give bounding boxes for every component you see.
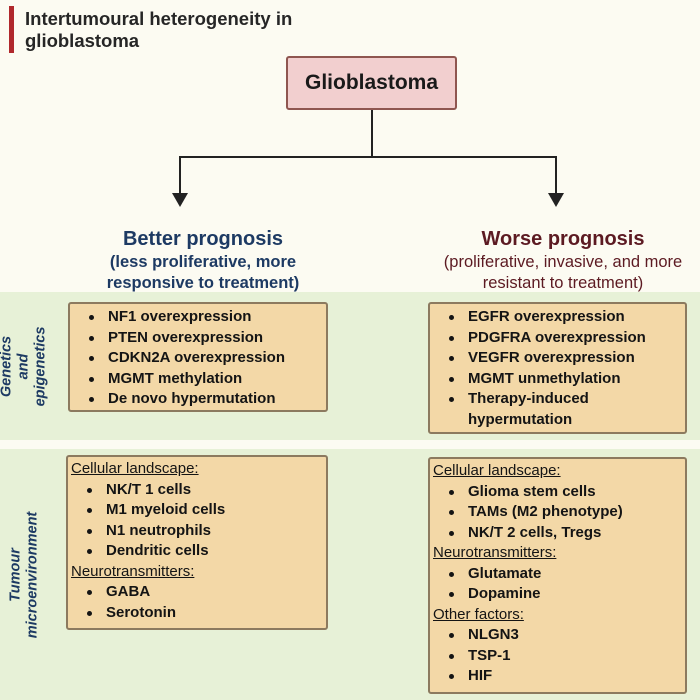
- genetics-band-label: Genetics and epigenetics: [0, 292, 49, 440]
- list-item: Therapy-induced hypermutation: [430, 389, 685, 430]
- better-prognosis-heading: Better prognosis (less proliferative, mo…: [98, 226, 308, 294]
- list-item: TAMs (M2 phenotype): [430, 502, 685, 523]
- list-item: Glioma stem cells: [430, 482, 685, 503]
- list-item: NF1 overexpression: [70, 307, 326, 328]
- list-item: CDKN2A overexpression: [70, 348, 326, 369]
- list-item: MGMT methylation: [70, 369, 326, 390]
- figure-title: Intertumoural heterogeneity in glioblast…: [25, 8, 293, 51]
- better-environment-box: Cellular landscape: NK/T 1 cells M1 myel…: [66, 455, 328, 630]
- worse-neuro-label: Neurotransmitters:: [433, 544, 557, 561]
- environment-label-text: Tumour microenvironment: [7, 511, 40, 638]
- list-item: NK/T 2 cells, Tregs: [430, 523, 685, 544]
- title-accent-bar: [9, 6, 14, 53]
- better-cellular-label: Cellular landscape:: [71, 460, 199, 477]
- better-genetics-box: NF1 overexpression PTEN overexpression C…: [68, 302, 328, 412]
- worse-prognosis-heading: Worse prognosis (proliferative, invasive…: [438, 226, 688, 294]
- list-item: PTEN overexpression: [70, 328, 326, 349]
- genetics-label-text: Genetics and epigenetics: [0, 326, 49, 406]
- list-item: EGFR overexpression: [430, 307, 685, 328]
- list-item: HIF: [430, 666, 685, 687]
- list-item: NLGN3: [430, 625, 685, 646]
- better-heading-subtitle: (less proliferative, more responsive to …: [106, 253, 300, 292]
- worse-heading-subtitle: (proliferative, invasive, and more resis…: [443, 253, 683, 292]
- worse-genetics-box: EGFR overexpression PDGFRA overexpressio…: [428, 302, 687, 434]
- list-item: N1 neutrophils: [68, 521, 326, 542]
- environment-band-label: Tumour microenvironment: [7, 449, 40, 700]
- list-item: VEGFR overexpression: [430, 348, 685, 369]
- better-heading-title: Better prognosis: [122, 228, 284, 250]
- list-item: Glutamate: [430, 564, 685, 585]
- list-item: PDGFRA overexpression: [430, 328, 685, 349]
- list-item: TSP-1: [430, 646, 685, 667]
- worse-heading-title: Worse prognosis: [481, 228, 645, 250]
- worse-other-label: Other factors:: [433, 605, 524, 623]
- list-item: GABA: [68, 582, 326, 603]
- list-item: De novo hypermutation: [70, 389, 326, 410]
- list-item: NK/T 1 cells: [68, 480, 326, 501]
- list-item: Serotonin: [68, 603, 326, 624]
- root-node-glioblastoma: Glioblastoma: [286, 56, 457, 110]
- list-item: Dendritic cells: [68, 541, 326, 562]
- better-neuro-label: Neurotransmitters:: [71, 562, 195, 580]
- worse-cellular-label: Cellular landscape:: [433, 462, 561, 479]
- worse-environment-box: Cellular landscape: Glioma stem cells TA…: [428, 457, 687, 694]
- list-item: Dopamine: [430, 584, 685, 605]
- list-item: MGMT unmethylation: [430, 369, 685, 390]
- list-item: M1 myeloid cells: [68, 500, 326, 521]
